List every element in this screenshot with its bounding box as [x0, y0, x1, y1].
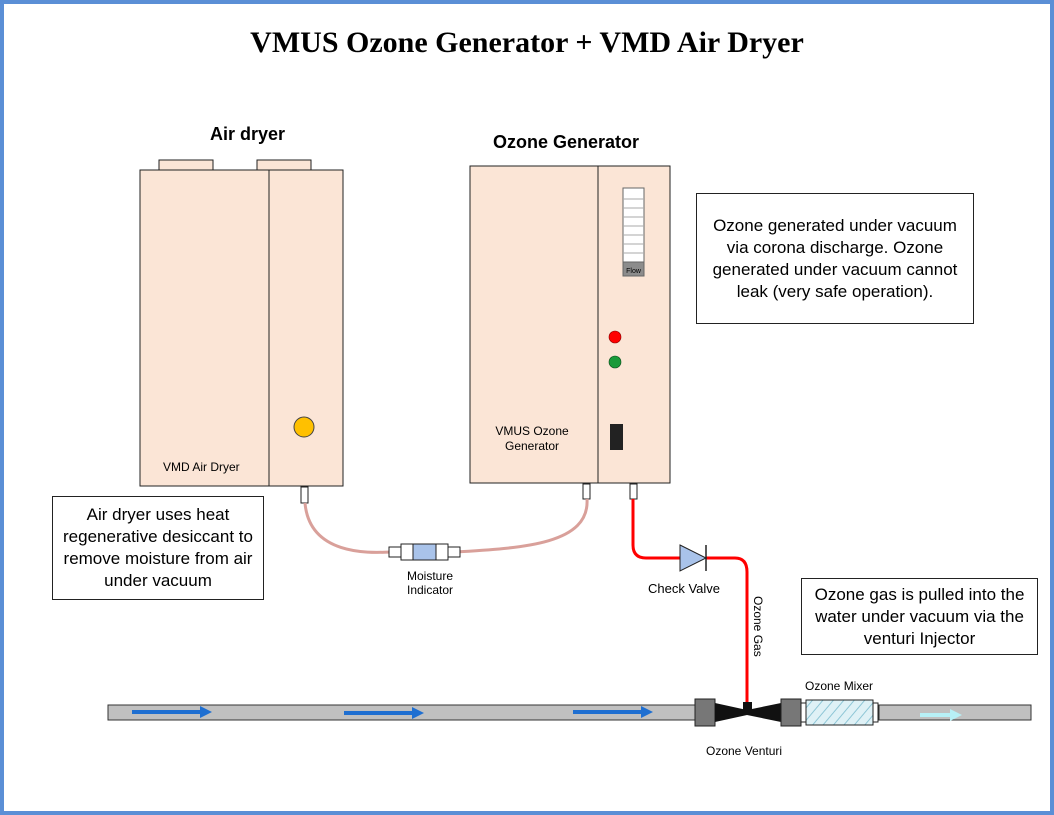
ozone-generator-unit-label: VMUS Ozone Generator	[495, 424, 569, 453]
flow-arrow-4	[920, 709, 962, 721]
flowmeter-label: Flow	[626, 268, 642, 275]
power-switch	[610, 424, 623, 450]
ozone-gas-tube	[631, 499, 749, 703]
air-dryer-unit-label: VMD Air Dryer	[163, 460, 240, 474]
ozone-gas-note: Ozone gas is pulled into the water under…	[801, 578, 1038, 655]
air-dryer-outlet-port	[300, 486, 309, 504]
ozone-venturi	[694, 698, 802, 727]
ozone-mixer-label: Ozone Mixer	[805, 679, 874, 693]
moisture-indicator-label: Moisture Indicator	[406, 569, 454, 597]
air-dryer-top-tab-left	[158, 159, 214, 171]
moisture-indicator	[388, 543, 461, 561]
check-valve	[679, 544, 708, 572]
air-tube	[303, 498, 589, 554]
air-dryer-unit	[139, 169, 344, 487]
flow-arrow-2	[344, 707, 424, 719]
ozone-vacuum-note: Ozone generated under vacuum via corona …	[696, 193, 974, 324]
check-valve-label: Check Valve	[648, 581, 721, 596]
page-title: VMUS Ozone Generator + VMD Air Dryer	[250, 26, 804, 59]
flowmeter: Flow	[622, 187, 645, 277]
ozone-gen-ozone-outlet-port	[629, 483, 638, 500]
flow-arrow-3	[573, 706, 653, 718]
ozone-gen-air-inlet-port	[582, 483, 591, 500]
ozone-generator-heading: Ozone Generator	[493, 132, 640, 152]
ozone-mixer	[800, 699, 879, 726]
ozone-venturi-label: Ozone Venturi	[706, 744, 783, 758]
air-dryer-indicator-light	[293, 416, 315, 438]
red-led-indicator	[608, 330, 622, 344]
green-led-indicator	[608, 355, 622, 369]
air-dryer-top-tab-right	[256, 159, 312, 171]
air-dryer-heading: Air dryer	[210, 124, 286, 144]
ozone-gas-line-label: Ozone Gas	[751, 596, 765, 657]
flow-arrow-1	[132, 706, 212, 718]
air-dryer-note: Air dryer uses heat regenerative desicca…	[52, 496, 264, 600]
